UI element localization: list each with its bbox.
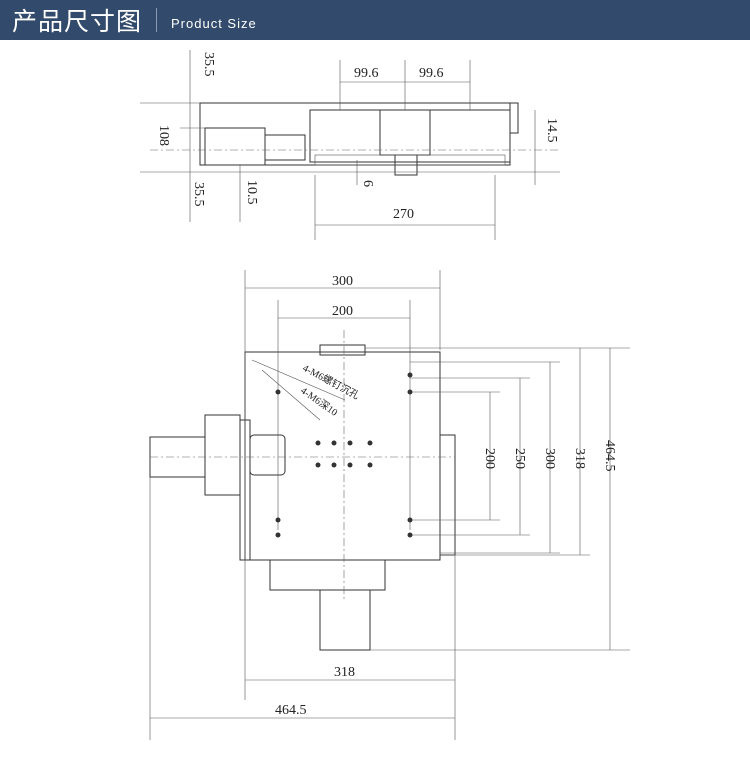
dimension-drawing: 35.5 108 35.5 10.5 6 99.6 99.6 14.5 270	[140, 50, 630, 740]
dim-v464: 464.5	[602, 440, 617, 472]
dim-width-outer: 300	[332, 274, 353, 289]
mounting-holes	[275, 372, 413, 538]
page-header: 产品尺寸图 Product Size	[0, 0, 750, 40]
dim-left-half: 99.6	[354, 66, 379, 81]
dim-v300: 300	[542, 448, 557, 469]
dim-height: 108	[156, 125, 171, 146]
dim-v200: 200	[482, 448, 497, 469]
dim-v318: 318	[572, 448, 587, 469]
dim-width-inner: 200	[332, 304, 353, 319]
dim-top-offset: 35.5	[201, 52, 216, 77]
dim-v250: 250	[512, 448, 527, 469]
side-view: 35.5 108 35.5 10.5 6 99.6 99.6 14.5 270	[140, 50, 560, 240]
dim-right-half: 99.6	[419, 66, 444, 81]
dim-right-height: 14.5	[544, 118, 559, 143]
dim-base-step: 10.5	[244, 180, 259, 205]
header-divider	[156, 8, 158, 32]
dim-h464: 464.5	[275, 703, 307, 718]
dim-bottom-offset: 35.5	[191, 182, 206, 207]
header-title-en: Product Size	[171, 15, 257, 31]
dim-length: 270	[393, 207, 414, 222]
top-view: 4-M6螺钉沉孔 4-M6深10 300 200 200 250 300 318…	[149, 270, 630, 740]
dim-h318: 318	[334, 665, 355, 680]
header-title-cn: 产品尺寸图	[12, 8, 143, 36]
dim-slot: 6	[360, 180, 375, 187]
